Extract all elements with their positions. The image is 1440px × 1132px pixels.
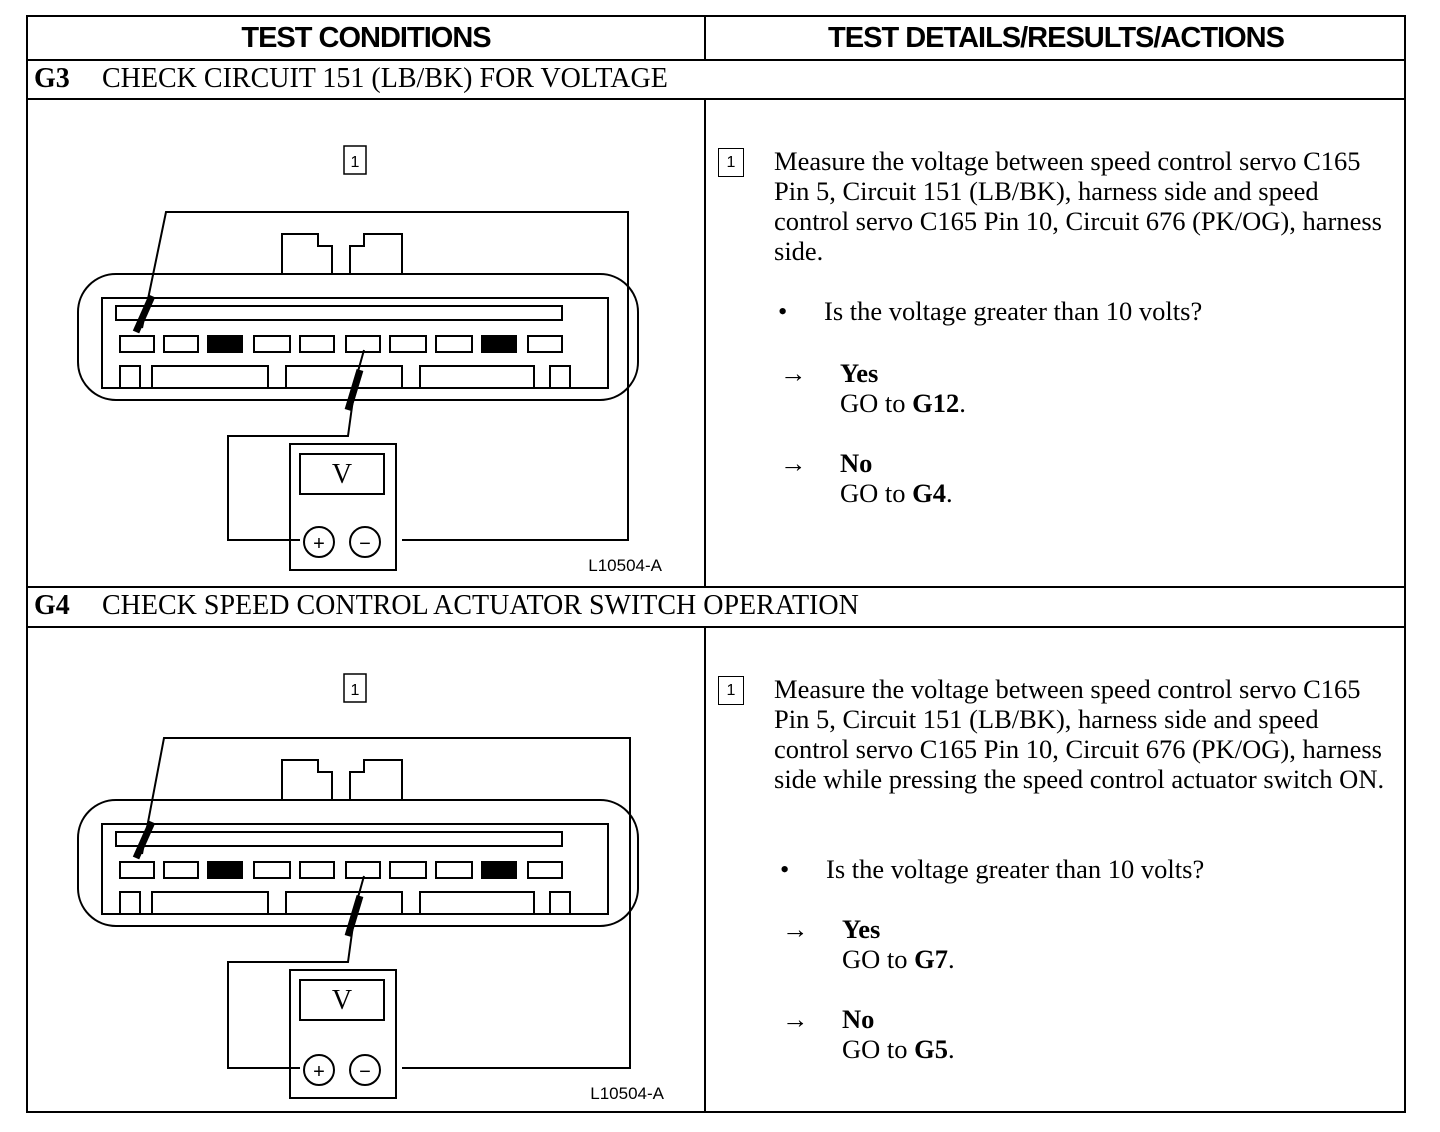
question: • Is the voltage greater than 10 volts?	[780, 854, 1204, 884]
figure-id: L10504-A	[588, 556, 662, 575]
voltmeter-symbol: V	[332, 985, 352, 1016]
voltmeter-symbol: V	[332, 459, 352, 490]
divider	[28, 586, 1404, 588]
header-test-conditions: TEST CONDITIONS	[241, 22, 491, 54]
question: • Is the voltage greater than 10 volts?	[778, 296, 1202, 326]
connector-voltage-diagram: 1 V + − L10504-A	[77, 673, 665, 1103]
bullet: •	[778, 296, 788, 326]
step-code: G3	[34, 63, 70, 94]
instruction-text: Measure the voltage between speed contro…	[774, 674, 1385, 794]
question-text: Is the voltage greater than 10 volts?	[826, 854, 1205, 884]
bullet: •	[780, 854, 790, 884]
minus-terminal: −	[359, 533, 371, 555]
figure-step-number: 1	[351, 682, 360, 699]
arrow-icon: →	[782, 1004, 809, 1034]
divider	[704, 99, 706, 587]
minus-terminal: −	[359, 1061, 371, 1083]
connector-voltage-diagram: 1 V + − L10504-A	[77, 145, 663, 575]
figure-id: L10504-A	[590, 1084, 664, 1103]
divider	[704, 627, 706, 1113]
step-title-g3: G3 CHECK CIRCUIT 151 (LB/BK) FOR VOLTAGE	[34, 61, 668, 97]
answer-label: No	[840, 448, 873, 478]
step-title-g4: G4 CHECK SPEED CONTROL ACTUATOR SWITCH OP…	[34, 588, 859, 624]
step-number-box: 1	[718, 148, 744, 177]
instruction-text: Measure the voltage between speed contro…	[774, 146, 1382, 266]
divider	[28, 59, 1404, 61]
figure-step-number: 1	[351, 154, 360, 171]
answer-target: G5	[914, 1034, 949, 1064]
header-test-details: TEST DETAILS/RESULTS/ACTIONS	[828, 22, 1285, 54]
plus-terminal: +	[313, 1061, 325, 1083]
figure-step-box	[343, 145, 367, 175]
step-heading: CHECK SPEED CONTROL ACTUATOR SWITCH OPER…	[102, 590, 859, 621]
divider	[28, 98, 1404, 100]
arrow-icon: →	[780, 358, 807, 388]
answer-label: No	[842, 1004, 875, 1034]
answer-action: GO to G4.	[840, 478, 953, 508]
step-g3-details: 1 Measure the voltage between speed cont…	[706, 100, 1404, 586]
question-text: Is the voltage greater than 10 volts?	[824, 296, 1203, 326]
answer-action: GO to G7.	[842, 944, 955, 974]
divider	[704, 17, 706, 60]
answer-action: GO to G5.	[842, 1034, 955, 1064]
arrow-icon: →	[780, 448, 807, 478]
step-code: G4	[34, 590, 70, 621]
step-number-box: 1	[718, 676, 744, 705]
answer-action: GO to G12.	[840, 388, 966, 418]
step-g4-details: 1 Measure the voltage between speed cont…	[706, 628, 1404, 1113]
answer-target: G4	[912, 478, 947, 508]
step-heading: CHECK CIRCUIT 151 (LB/BK) FOR VOLTAGE	[102, 63, 668, 94]
diagnostic-table: TEST CONDITIONS TEST DETAILS/RESULTS/ACT…	[26, 15, 1406, 1113]
plus-terminal: +	[313, 533, 325, 555]
answer-target: G7	[914, 944, 949, 974]
divider	[28, 626, 1404, 628]
answer-label: Yes	[840, 358, 879, 388]
arrow-icon: →	[782, 914, 809, 944]
answer-label: Yes	[842, 914, 881, 944]
answer-target: G12	[912, 388, 960, 418]
